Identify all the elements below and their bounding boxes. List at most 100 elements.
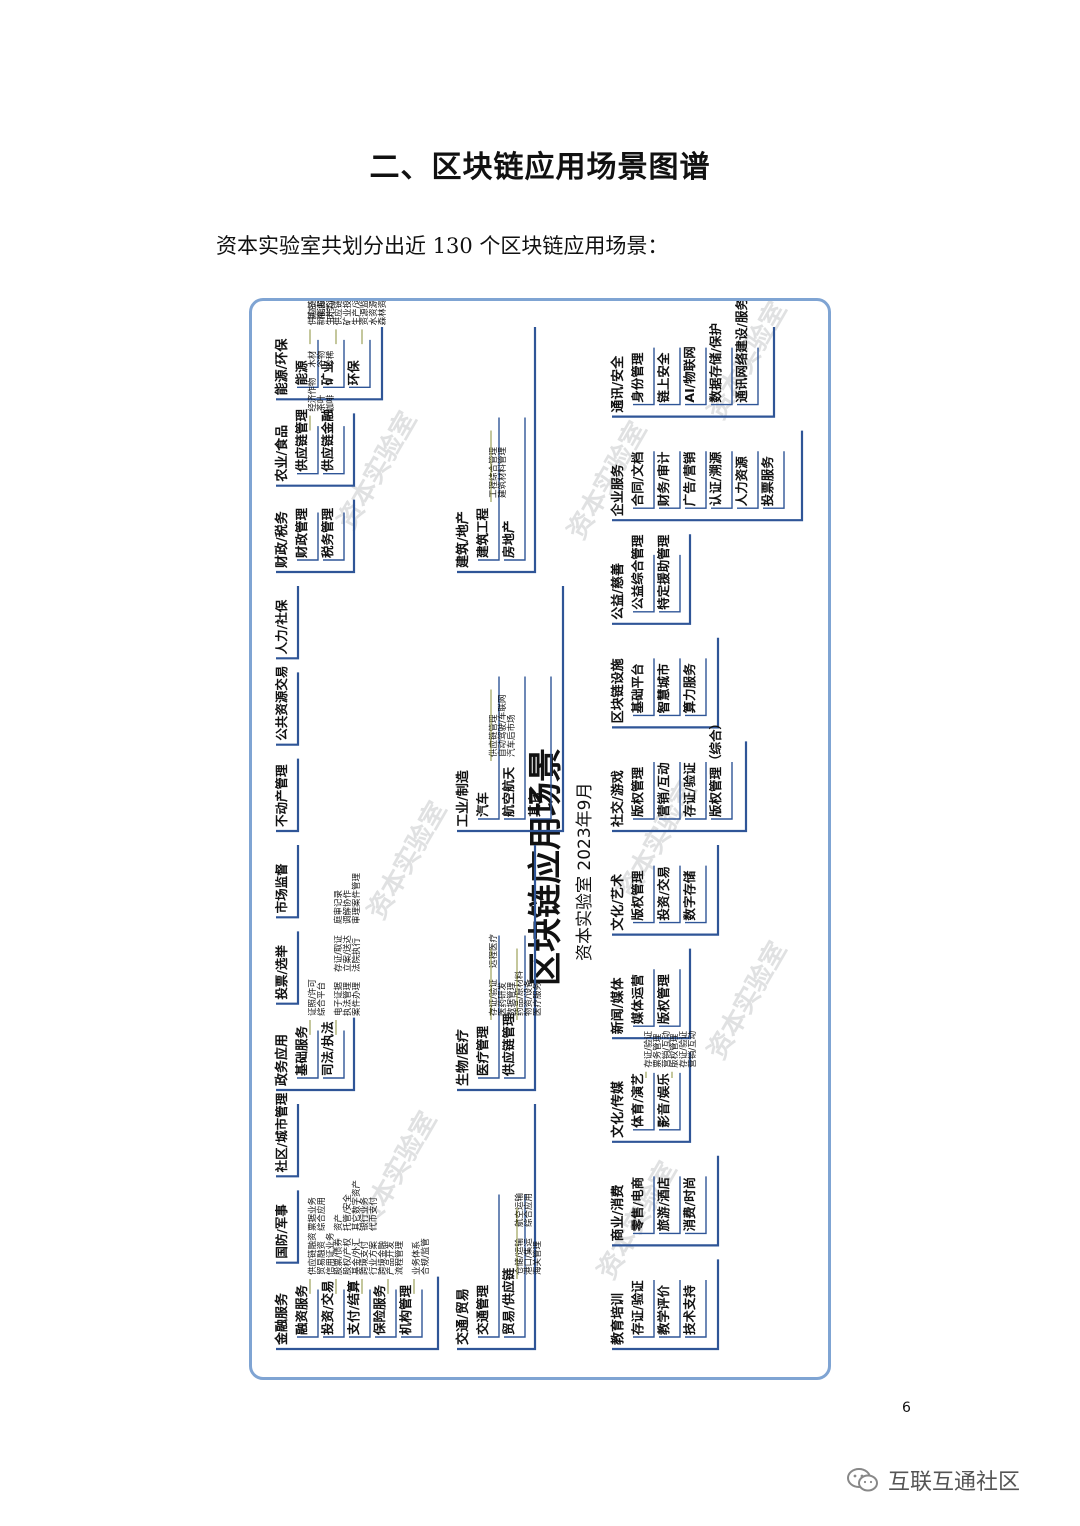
node-4eba529b2f793e4f: 人力/社保 <box>274 586 300 660</box>
scenario-leaf: 基金/外汇 <box>351 1238 362 1275</box>
scenario-leaf: 合规/监管 <box>420 1238 431 1275</box>
subcategory-label: 贸易/供应链 <box>501 1267 516 1335</box>
scenario-leaf: 资源监测/管理 <box>359 301 370 325</box>
subcategory-label: 房地产 <box>501 520 516 558</box>
scenario-leaf: 珍稀 <box>325 350 336 368</box>
subcategory-label: 教学评价 <box>656 1284 671 1336</box>
scenario-leaf: 咖啡 <box>325 394 336 412</box>
subcategory-label: 广告/营销 <box>682 451 697 506</box>
subcategory-label: 汽车 <box>475 791 490 817</box>
node-751f72692f533b75: 生物/医疗医疗管理存证/验证医药研发数据管理远程医疗供应链管理药品/原材料物资/… <box>455 845 543 1092</box>
subcategory-bracket <box>659 762 681 820</box>
subcategory-bracket <box>659 1072 681 1131</box>
subcategory-label: 财务/审计 <box>656 451 671 507</box>
node-91d1878d670d52a1: 金融服务融资服务供应链融资贸易融资信用证业务票据业务综合应用投资/交易股票/债券… <box>274 1180 440 1351</box>
category-bracket <box>276 1017 356 1092</box>
subcategory-label: 零售/电商 <box>630 1177 645 1233</box>
scenario-leaf: 存证/验证 <box>488 979 499 1016</box>
category-bracket <box>276 327 384 401</box>
subcategory-bracket <box>297 339 319 389</box>
subcategory-label: 矿业 <box>320 360 335 386</box>
subcategory-bracket <box>633 1280 655 1338</box>
category-bracket <box>612 327 776 418</box>
scenario-leaf: 航空运输 <box>514 1192 525 1227</box>
subcategory-bracket <box>659 451 681 509</box>
subcategory-label: 版权管理（综合） <box>708 717 723 817</box>
scenario-leaf: 水资源 <box>368 301 379 325</box>
subcategory-bracket <box>323 1030 345 1079</box>
subcategory-label: 融资服务 <box>294 1284 309 1335</box>
subcategory-bracket <box>478 676 500 820</box>
subcategory-label: 链上安全 <box>656 352 671 403</box>
scenario-leaf: 海关管理 <box>532 1240 543 1275</box>
scenario-leaf: 医疗服务 <box>532 981 543 1016</box>
subcategory-label: 司法/执法 <box>320 1021 335 1076</box>
category-label: 生物/医疗 <box>455 1029 471 1086</box>
subcategory-label: 智慧城市 <box>656 663 671 715</box>
subcategory-label: 身份管理 <box>630 352 645 403</box>
category-label: 国防/军事 <box>274 1204 289 1259</box>
subcategory-bracket <box>633 865 655 924</box>
subcategory-label: 人力资源 <box>734 456 749 507</box>
subcategory-bracket <box>685 451 707 509</box>
node-629579682f90094e: 投票/选举 <box>274 931 300 1005</box>
subcategory-bracket <box>478 935 500 1079</box>
scenario-leaf: 木材 <box>307 350 318 368</box>
subcategory-label: 版权管理 <box>656 974 671 1025</box>
scenario-leaf: 其它 <box>307 303 318 320</box>
subcategory-label: 体育/演艺 <box>630 1073 645 1128</box>
scenario-leaf: 森林资源 <box>377 301 388 325</box>
subcategory-label: 交通管理 <box>475 1284 490 1335</box>
category-label: 文化/传媒 <box>610 1080 626 1138</box>
subcategory-label: 税务管理 <box>320 507 335 558</box>
category-label: 政务应用 <box>274 1034 290 1086</box>
subcategory-label: 环保 <box>346 360 361 386</box>
subcategory-bracket <box>633 554 655 613</box>
scenario-leaf: 营销/互动 <box>661 1030 672 1067</box>
category-label: 金融服务 <box>274 1292 290 1346</box>
subcategory-label: 合同/文档 <box>630 452 645 507</box>
subcategory-label: 投票服务 <box>760 456 775 507</box>
node-516c51718d446e90: 公共资源交易 <box>274 666 300 746</box>
category-bracket <box>276 499 356 574</box>
scenario-leaf: 粮油产品 <box>316 301 327 320</box>
scenario-leaf: 案件办理 <box>351 981 362 1016</box>
scenario-leaf: 自动驾驶/车联网 <box>497 695 508 757</box>
category-bracket <box>612 1259 720 1351</box>
subcategory-bracket <box>323 339 345 389</box>
category-bracket <box>457 327 537 574</box>
subcategory-bracket <box>659 554 681 613</box>
subcategory-label: 数字存储 <box>682 870 697 922</box>
subcategory-bracket <box>737 347 759 406</box>
category-bracket <box>612 534 692 625</box>
subcategory-bracket <box>685 865 707 924</box>
category-label: 建筑/地产 <box>455 511 471 568</box>
scenario-leaf: 调解协作 <box>342 889 353 924</box>
node-4ea4901a2f8d3866: 交通/贸易交通管理贸易/供应链仓储/运输港口/集运海关管理航空运输综合应用 <box>455 1104 543 1351</box>
category-label: 企业服务 <box>610 463 626 517</box>
node-55464e1a2f6d888d: 商业/消费零售/电商旅游/酒店消费/时尚 <box>610 1155 720 1247</box>
watermark-text: 资本实验室 <box>361 796 453 924</box>
scenario-leaf: 资产 <box>333 1214 344 1231</box>
scenario-leaf: 票务管理 <box>652 1033 663 1068</box>
scenario-leaf: 其它数字资产 <box>351 1180 362 1231</box>
scenario-leaf: 汽车后市场 <box>506 714 517 757</box>
scenario-leaf: 新能源投资/交易 <box>316 301 327 325</box>
category-label: 文化/艺术 <box>610 874 626 931</box>
scenario-leaf: 生产/运营 <box>325 301 336 325</box>
scenario-leaf: 供应链管理 <box>307 301 318 325</box>
category-label: 通讯/安全 <box>610 355 626 413</box>
page-number: 6 <box>902 1400 911 1416</box>
scenario-leaf: 法院执行 <box>351 937 362 972</box>
subcategory-bracket <box>478 417 500 561</box>
category-label: 不动产管理 <box>274 764 289 827</box>
category-bracket <box>276 672 300 746</box>
scenario-leaf: 流程管理 <box>394 1240 405 1275</box>
node-655980b257f98bad: 教育培训存证/验证教学评价技术支持 <box>610 1259 720 1351</box>
category-label: 公益/慈善 <box>610 563 626 620</box>
scenario-leaf: 物资/设备 <box>523 979 534 1016</box>
category-label: 农业/食品 <box>274 425 290 483</box>
subcategory-bracket <box>401 1289 423 1338</box>
scenario-leaf: 综合应用 <box>523 1193 534 1227</box>
subcategory-label: 版权管理 <box>630 870 645 921</box>
